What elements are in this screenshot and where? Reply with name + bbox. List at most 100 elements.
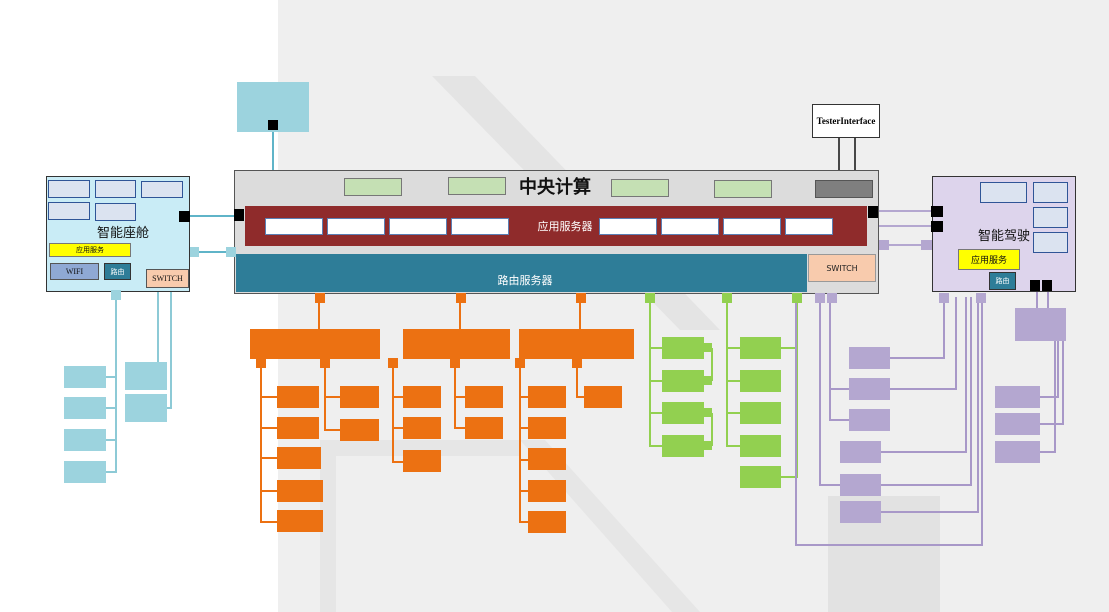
blue-ecu: [125, 394, 167, 422]
orange-zone-controller: [403, 329, 510, 359]
orange-ecu: [528, 386, 566, 408]
port-square: [976, 293, 986, 303]
orange-ecu: [277, 447, 321, 469]
port-square: [320, 358, 330, 368]
blue-ecu: [64, 461, 106, 483]
port-square: [576, 293, 586, 303]
orange-ecu: [528, 511, 566, 533]
app-server-slot: [599, 218, 657, 235]
port-square: [456, 293, 466, 303]
driving-router: 路由: [989, 272, 1016, 290]
cockpit-switch: SWITCH: [146, 269, 189, 288]
purple-ecu: [849, 347, 890, 369]
green-ecu: [662, 337, 704, 359]
orange-ecu: [403, 386, 441, 408]
app-server-slot: [265, 218, 323, 235]
port-square: [1030, 280, 1040, 291]
port-square: [388, 358, 398, 368]
port-square: [704, 408, 712, 417]
blue-ecu: [64, 366, 106, 388]
green-ecu: [740, 337, 781, 359]
central-light-green-module: [344, 178, 402, 196]
port-square: [868, 206, 878, 218]
blue-ecu: [64, 429, 106, 451]
driving-slot: [1033, 182, 1068, 203]
purple-ecu: [995, 386, 1040, 408]
port-square: [1042, 280, 1052, 291]
cockpit-app-service: 应用服务: [49, 243, 131, 257]
port-square: [921, 240, 932, 250]
green-ecu: [662, 402, 704, 424]
port-square: [190, 247, 199, 257]
central-switch: SWITCH: [808, 254, 876, 282]
purple-ecu: [840, 441, 881, 463]
orange-zone-controller: [519, 329, 634, 359]
tester-interface: TesterInterface: [812, 104, 880, 138]
port-square: [256, 358, 266, 368]
port-square: [704, 441, 712, 450]
cockpit-wifi: WIFI: [50, 263, 99, 280]
router-server-bar: [236, 254, 807, 292]
orange-ecu: [277, 480, 323, 502]
port-square: [268, 120, 278, 130]
central-gray-module: [815, 180, 873, 198]
orange-ecu: [277, 417, 319, 439]
purple-sensor-hub: [1015, 308, 1066, 341]
app-server-slot: [723, 218, 781, 235]
app-server-slot: [661, 218, 719, 235]
cockpit-slot: [95, 203, 136, 221]
purple-ecu: [840, 474, 881, 496]
orange-ecu: [528, 448, 566, 470]
orange-ecu: [528, 480, 566, 502]
orange-zone-controller: [250, 329, 380, 359]
orange-ecu: [465, 386, 503, 408]
orange-ecu: [340, 386, 379, 408]
purple-ecu: [995, 441, 1040, 463]
central-light-green-module: [714, 180, 772, 198]
cockpit-slot: [48, 180, 90, 198]
cockpit-slot: [95, 180, 136, 198]
port-square: [226, 247, 236, 257]
port-square: [939, 293, 949, 303]
app-server-slot: [389, 218, 447, 235]
cockpit-title: 智能座舱: [96, 225, 149, 241]
driving-app-service: 应用服务: [958, 249, 1020, 270]
port-square: [572, 358, 582, 368]
app-server-slot: [451, 218, 509, 235]
green-ecu: [662, 435, 704, 457]
cockpit-slot: [48, 202, 90, 220]
blue-ecu: [125, 362, 167, 390]
purple-ecu: [840, 501, 881, 523]
purple-ecu: [849, 409, 890, 431]
orange-ecu: [584, 386, 622, 408]
app-server-label: 应用服务器: [537, 220, 593, 233]
port-square: [827, 293, 837, 303]
port-square: [315, 293, 325, 303]
central-light-green-module: [448, 177, 506, 195]
central-title: 中央计算: [519, 177, 591, 198]
green-ecu: [662, 370, 704, 392]
orange-ecu: [528, 417, 566, 439]
port-square: [815, 293, 825, 303]
port-square: [179, 211, 190, 222]
router-server-label: 路由服务器: [497, 274, 553, 287]
cockpit-slot: [141, 181, 183, 198]
app-server-slot: [327, 218, 385, 235]
port-square: [450, 358, 460, 368]
central-light-green-module: [611, 179, 669, 197]
port-square: [931, 221, 943, 232]
port-square: [645, 293, 655, 303]
blue-ecu: [64, 397, 106, 419]
port-square: [722, 293, 732, 303]
port-square: [234, 209, 244, 221]
port-square: [111, 290, 121, 300]
green-ecu: [740, 466, 781, 488]
orange-ecu: [403, 417, 441, 439]
orange-ecu: [277, 386, 319, 408]
green-ecu: [740, 435, 781, 457]
orange-ecu: [277, 510, 323, 532]
driving-title: 智能驾驶: [977, 228, 1030, 244]
cockpit-router: 路由: [104, 263, 131, 280]
driving-slot: [1033, 232, 1068, 253]
